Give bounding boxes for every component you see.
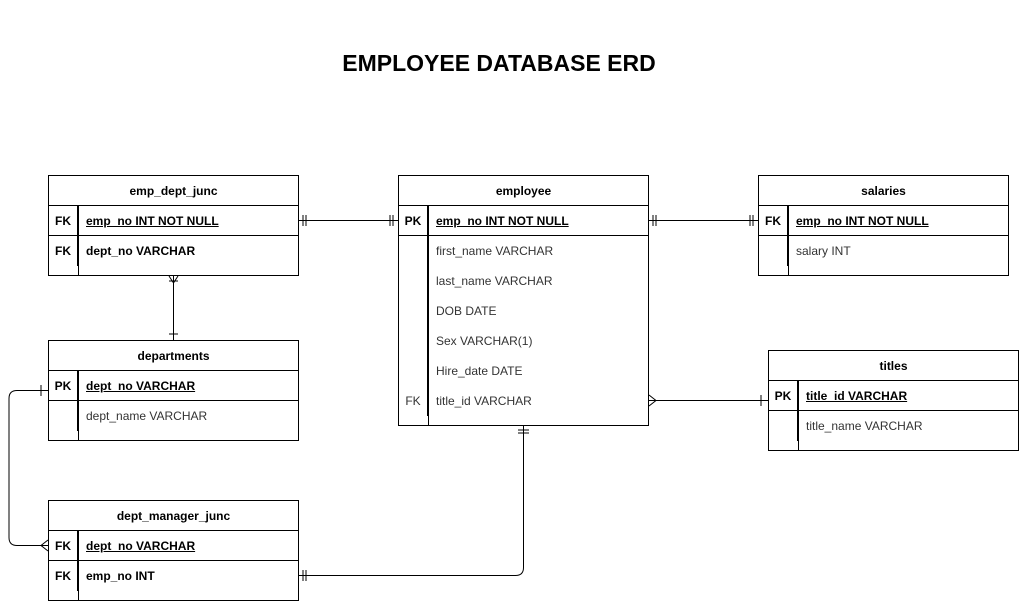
entity-title: salaries xyxy=(759,176,1008,206)
field-label: title_id VARCHAR xyxy=(436,394,532,408)
entity-row: FK emp_no INT NOT NULL xyxy=(49,206,298,236)
key-badge xyxy=(399,236,428,266)
rel-employee-salaries xyxy=(649,215,758,226)
field-label: dept_no VARCHAR xyxy=(86,539,196,553)
key-badge: PK xyxy=(769,381,798,411)
entity-row: dept_name VARCHAR xyxy=(49,401,298,441)
entity-row: last_name VARCHAR xyxy=(399,266,648,296)
entity-emp-dept-junc[interactable]: emp_dept_junc FK emp_no INT NOT NULL FK … xyxy=(48,175,299,276)
rel-departments-deptmanager xyxy=(8,385,49,552)
field-label: Hire_date DATE xyxy=(436,364,523,378)
field-label: emp_no INT NOT NULL xyxy=(86,214,219,228)
entity-row: PK title_id VARCHAR xyxy=(769,381,1018,411)
entity-row: salary INT xyxy=(759,236,1008,276)
entity-titles[interactable]: titles PK title_id VARCHAR title_name VA… xyxy=(768,350,1019,451)
key-badge xyxy=(399,296,428,326)
field-label: first_name VARCHAR xyxy=(436,244,554,258)
field-label: emp_no INT NOT NULL xyxy=(796,214,929,228)
key-badge xyxy=(769,411,798,441)
rel-empdept-employee xyxy=(299,215,398,226)
key-badge xyxy=(399,326,428,356)
field-label: dept_no VARCHAR xyxy=(86,244,196,258)
entity-row: title_name VARCHAR xyxy=(769,411,1018,451)
entity-employee[interactable]: employee PK emp_no INT NOT NULL first_na… xyxy=(398,175,649,426)
entity-row: FK title_id VARCHAR xyxy=(399,386,648,416)
field-label: dept_name VARCHAR xyxy=(86,409,208,423)
rel-empdept-departments xyxy=(168,275,179,340)
key-badge: FK xyxy=(49,531,78,561)
entity-row: FK dept_no VARCHAR xyxy=(49,236,298,276)
diagram-title: EMPLOYEE DATABASE ERD xyxy=(342,50,656,76)
entity-row: PK emp_no INT NOT NULL xyxy=(399,206,648,236)
rel-employee-titles xyxy=(648,394,768,407)
entity-row: first_name VARCHAR xyxy=(399,236,648,266)
key-column-divider xyxy=(78,531,79,600)
field-label: last_name VARCHAR xyxy=(436,274,553,288)
entity-row: FK dept_no VARCHAR xyxy=(49,531,298,561)
key-badge: FK xyxy=(399,386,428,416)
key-badge: FK xyxy=(49,206,78,236)
entity-row: FK emp_no INT xyxy=(49,561,298,601)
field-label: salary INT xyxy=(796,244,851,258)
entity-title: employee xyxy=(399,176,648,206)
field-label: emp_no INT xyxy=(86,569,155,583)
key-badge: FK xyxy=(49,236,78,266)
entity-salaries[interactable]: salaries FK emp_no INT NOT NULL salary I… xyxy=(758,175,1009,276)
entity-row: PK dept_no VARCHAR xyxy=(49,371,298,401)
key-badge: PK xyxy=(399,206,428,236)
key-column-divider xyxy=(788,206,789,275)
field-label: dept_no VARCHAR xyxy=(86,379,196,393)
field-label: emp_no INT NOT NULL xyxy=(436,214,569,228)
entity-row: DOB DATE xyxy=(399,296,648,326)
entity-title: departments xyxy=(49,341,298,371)
key-badge: FK xyxy=(49,561,78,591)
entity-row: Sex VARCHAR(1) xyxy=(399,326,648,356)
rel-deptmanager-employee xyxy=(299,426,529,581)
entity-row: Hire_date DATE xyxy=(399,356,648,386)
key-badge xyxy=(399,356,428,386)
key-badge: FK xyxy=(759,206,788,236)
key-badge xyxy=(49,401,78,431)
entity-title: dept_manager_junc xyxy=(49,501,298,531)
field-label: Sex VARCHAR(1) xyxy=(436,334,533,348)
key-column-divider xyxy=(78,371,79,440)
field-label: title_id VARCHAR xyxy=(806,389,908,403)
key-column-divider xyxy=(428,206,429,425)
entity-title: emp_dept_junc xyxy=(49,176,298,206)
field-label: DOB DATE xyxy=(436,304,497,318)
key-badge: PK xyxy=(49,371,78,401)
key-column-divider xyxy=(798,381,799,450)
field-label: title_name VARCHAR xyxy=(806,419,923,433)
entity-departments[interactable]: departments PK dept_no VARCHAR dept_name… xyxy=(48,340,299,441)
entity-title: titles xyxy=(769,351,1018,381)
key-badge xyxy=(759,236,788,266)
key-badge xyxy=(399,266,428,296)
entity-row: FK emp_no INT NOT NULL xyxy=(759,206,1008,236)
key-column-divider xyxy=(78,206,79,275)
entity-dept-manager-junc[interactable]: dept_manager_junc FK dept_no VARCHAR FK … xyxy=(48,500,299,601)
